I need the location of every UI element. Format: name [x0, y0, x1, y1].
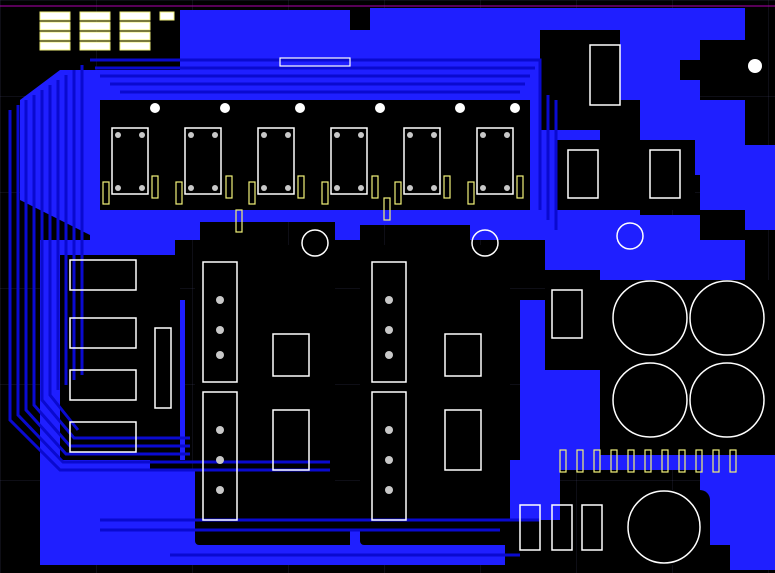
copper-pour-right-top: [640, 80, 775, 230]
relay-3: [257, 127, 295, 195]
transistor-row: [150, 103, 520, 113]
clearance-islands: [60, 30, 775, 565]
header-connector-top: [279, 57, 351, 67]
relay-pads: [115, 132, 510, 191]
relay-6: [476, 127, 514, 195]
resistor-row-vertical: [102, 175, 524, 233]
heatsink-sections: [202, 261, 482, 521]
regulators: [551, 44, 681, 339]
resistor-row-bottom-right: [559, 449, 737, 473]
electrolytic-caps: [612, 222, 765, 564]
relay-5: [403, 127, 441, 195]
resistor-array-top-left: [39, 11, 175, 51]
connector-bottom-left: [519, 504, 603, 551]
small-caps-mid: [301, 229, 499, 257]
relay-4: [330, 127, 368, 195]
traces: [8, 58, 558, 557]
relay-row: [111, 127, 514, 195]
heatsink-pads: [216, 296, 393, 494]
mounting-hole: [748, 59, 762, 73]
relay-2: [184, 127, 222, 195]
left-relay-blocks: [69, 259, 172, 453]
relay-1: [111, 127, 149, 195]
